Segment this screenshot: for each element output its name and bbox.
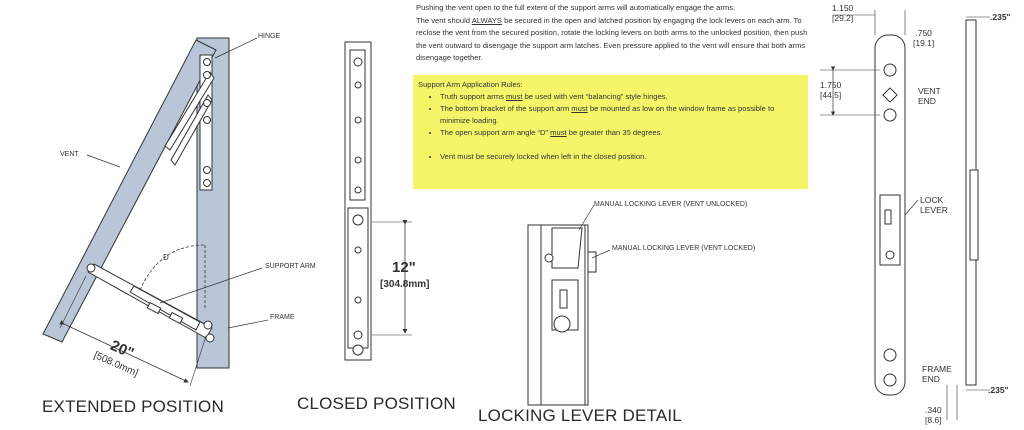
caption-closed-position: CLOSED POSITION bbox=[297, 394, 456, 413]
intro-always: ALWAYS bbox=[471, 15, 502, 25]
closed-position-drawing bbox=[344, 41, 412, 361]
vent-end-line-2: END bbox=[918, 96, 936, 106]
frame-end-line-2: END bbox=[922, 374, 940, 384]
dim-750-in: .750 bbox=[915, 28, 932, 38]
support-arm-label: SUPPORT ARM bbox=[265, 263, 316, 270]
angle-d-label: D bbox=[163, 253, 169, 262]
side-detail-drawing bbox=[820, 10, 990, 420]
dim-12-inch: 12" bbox=[392, 259, 416, 276]
intro-paragraph: Pushing the vent open to the full extent… bbox=[416, 2, 816, 65]
rule-3-pre: The open support arm angle “D” bbox=[440, 128, 551, 137]
intro-line-2-post: be secured in the open and latched posit… bbox=[416, 15, 808, 63]
rule-3-post: be greater than 35 degrees. bbox=[566, 128, 663, 137]
frame-end-line-1: FRAME bbox=[922, 364, 952, 374]
hinge-arms bbox=[164, 54, 215, 191]
lever-locked-label: MANUAL LOCKING LEVER (VENT LOCKED) bbox=[612, 245, 756, 252]
dim-304mm: [304.8mm] bbox=[380, 279, 430, 290]
rule-2: The bottom bracket of the support arm mu… bbox=[440, 103, 803, 127]
dim-1750-mm: [44.5] bbox=[820, 90, 842, 100]
rule-3: The open support arm angle “D” must be g… bbox=[440, 127, 803, 139]
vent-end-line-1: VENT bbox=[918, 86, 941, 96]
rule-1-must: must bbox=[505, 92, 523, 101]
lever-unlocked-label: MANUAL LOCKING LEVER (VENT UNLOCKED) bbox=[594, 201, 748, 208]
rule-2-pre: The bottom bracket of the support arm bbox=[440, 104, 572, 113]
dim-1750: 1.750[44.5] bbox=[820, 80, 841, 100]
hinge-label: HINGE bbox=[258, 33, 281, 40]
support-arm-rules-box: Support Arm Application Rules: Truth sup… bbox=[413, 75, 808, 189]
caption-extended-position: EXTENDED POSITION bbox=[42, 397, 224, 416]
rule-3-must: must bbox=[550, 128, 567, 137]
dim-340-in: .340 bbox=[925, 405, 942, 415]
rule-1-pre: Truth support arms bbox=[440, 92, 506, 101]
caption-locking-lever-detail: LOCKING LEVER DETAIL bbox=[478, 406, 682, 425]
intro-line-1: Pushing the vent open to the full extent… bbox=[416, 3, 736, 12]
lock-lever-line-1: LOCK bbox=[920, 195, 944, 205]
rules-list: Truth support arms must be used with ven… bbox=[418, 91, 803, 163]
dim-340: .340[8.6] bbox=[925, 405, 942, 425]
support-arm bbox=[86, 263, 215, 343]
intro-line-2-pre: The vent should bbox=[416, 15, 472, 25]
vent-shape bbox=[42, 39, 217, 343]
lock-lever-line-2: LEVER bbox=[920, 205, 948, 215]
dim-1150-in: 1.150 bbox=[832, 3, 854, 13]
rule-2-must: must bbox=[571, 104, 588, 113]
dim-235-top: .235" bbox=[990, 12, 1011, 22]
dim-750: .750[19.1] bbox=[913, 28, 934, 48]
frame-label: FRAME bbox=[270, 314, 295, 321]
dim-line-20 bbox=[59, 320, 189, 383]
dim-235-bottom: .235" bbox=[988, 385, 1009, 395]
vent-label: VENT bbox=[60, 151, 79, 158]
locking-lever-drawing bbox=[527, 204, 611, 406]
rule-1: Truth support arms must be used with ven… bbox=[440, 91, 803, 103]
dim-340-mm: [8.6] bbox=[925, 415, 942, 425]
dim-750-mm: [19.1] bbox=[913, 38, 935, 48]
rules-title: Support Arm Application Rules: bbox=[418, 80, 523, 89]
dim-1150: 1.150[29.2] bbox=[832, 3, 853, 23]
angle-d-arc bbox=[139, 244, 206, 291]
rule-2-post: be mounted as low on the window frame as… bbox=[440, 104, 775, 125]
dim-1750-in: 1.750 bbox=[820, 80, 842, 90]
rule-1-post: be used with vent “balancing” style hing… bbox=[522, 92, 668, 101]
extended-position-drawing bbox=[42, 37, 269, 387]
rule-4: Vent must be securely locked when left i… bbox=[440, 151, 803, 163]
dim-1150-mm: [29.2] bbox=[832, 13, 854, 23]
